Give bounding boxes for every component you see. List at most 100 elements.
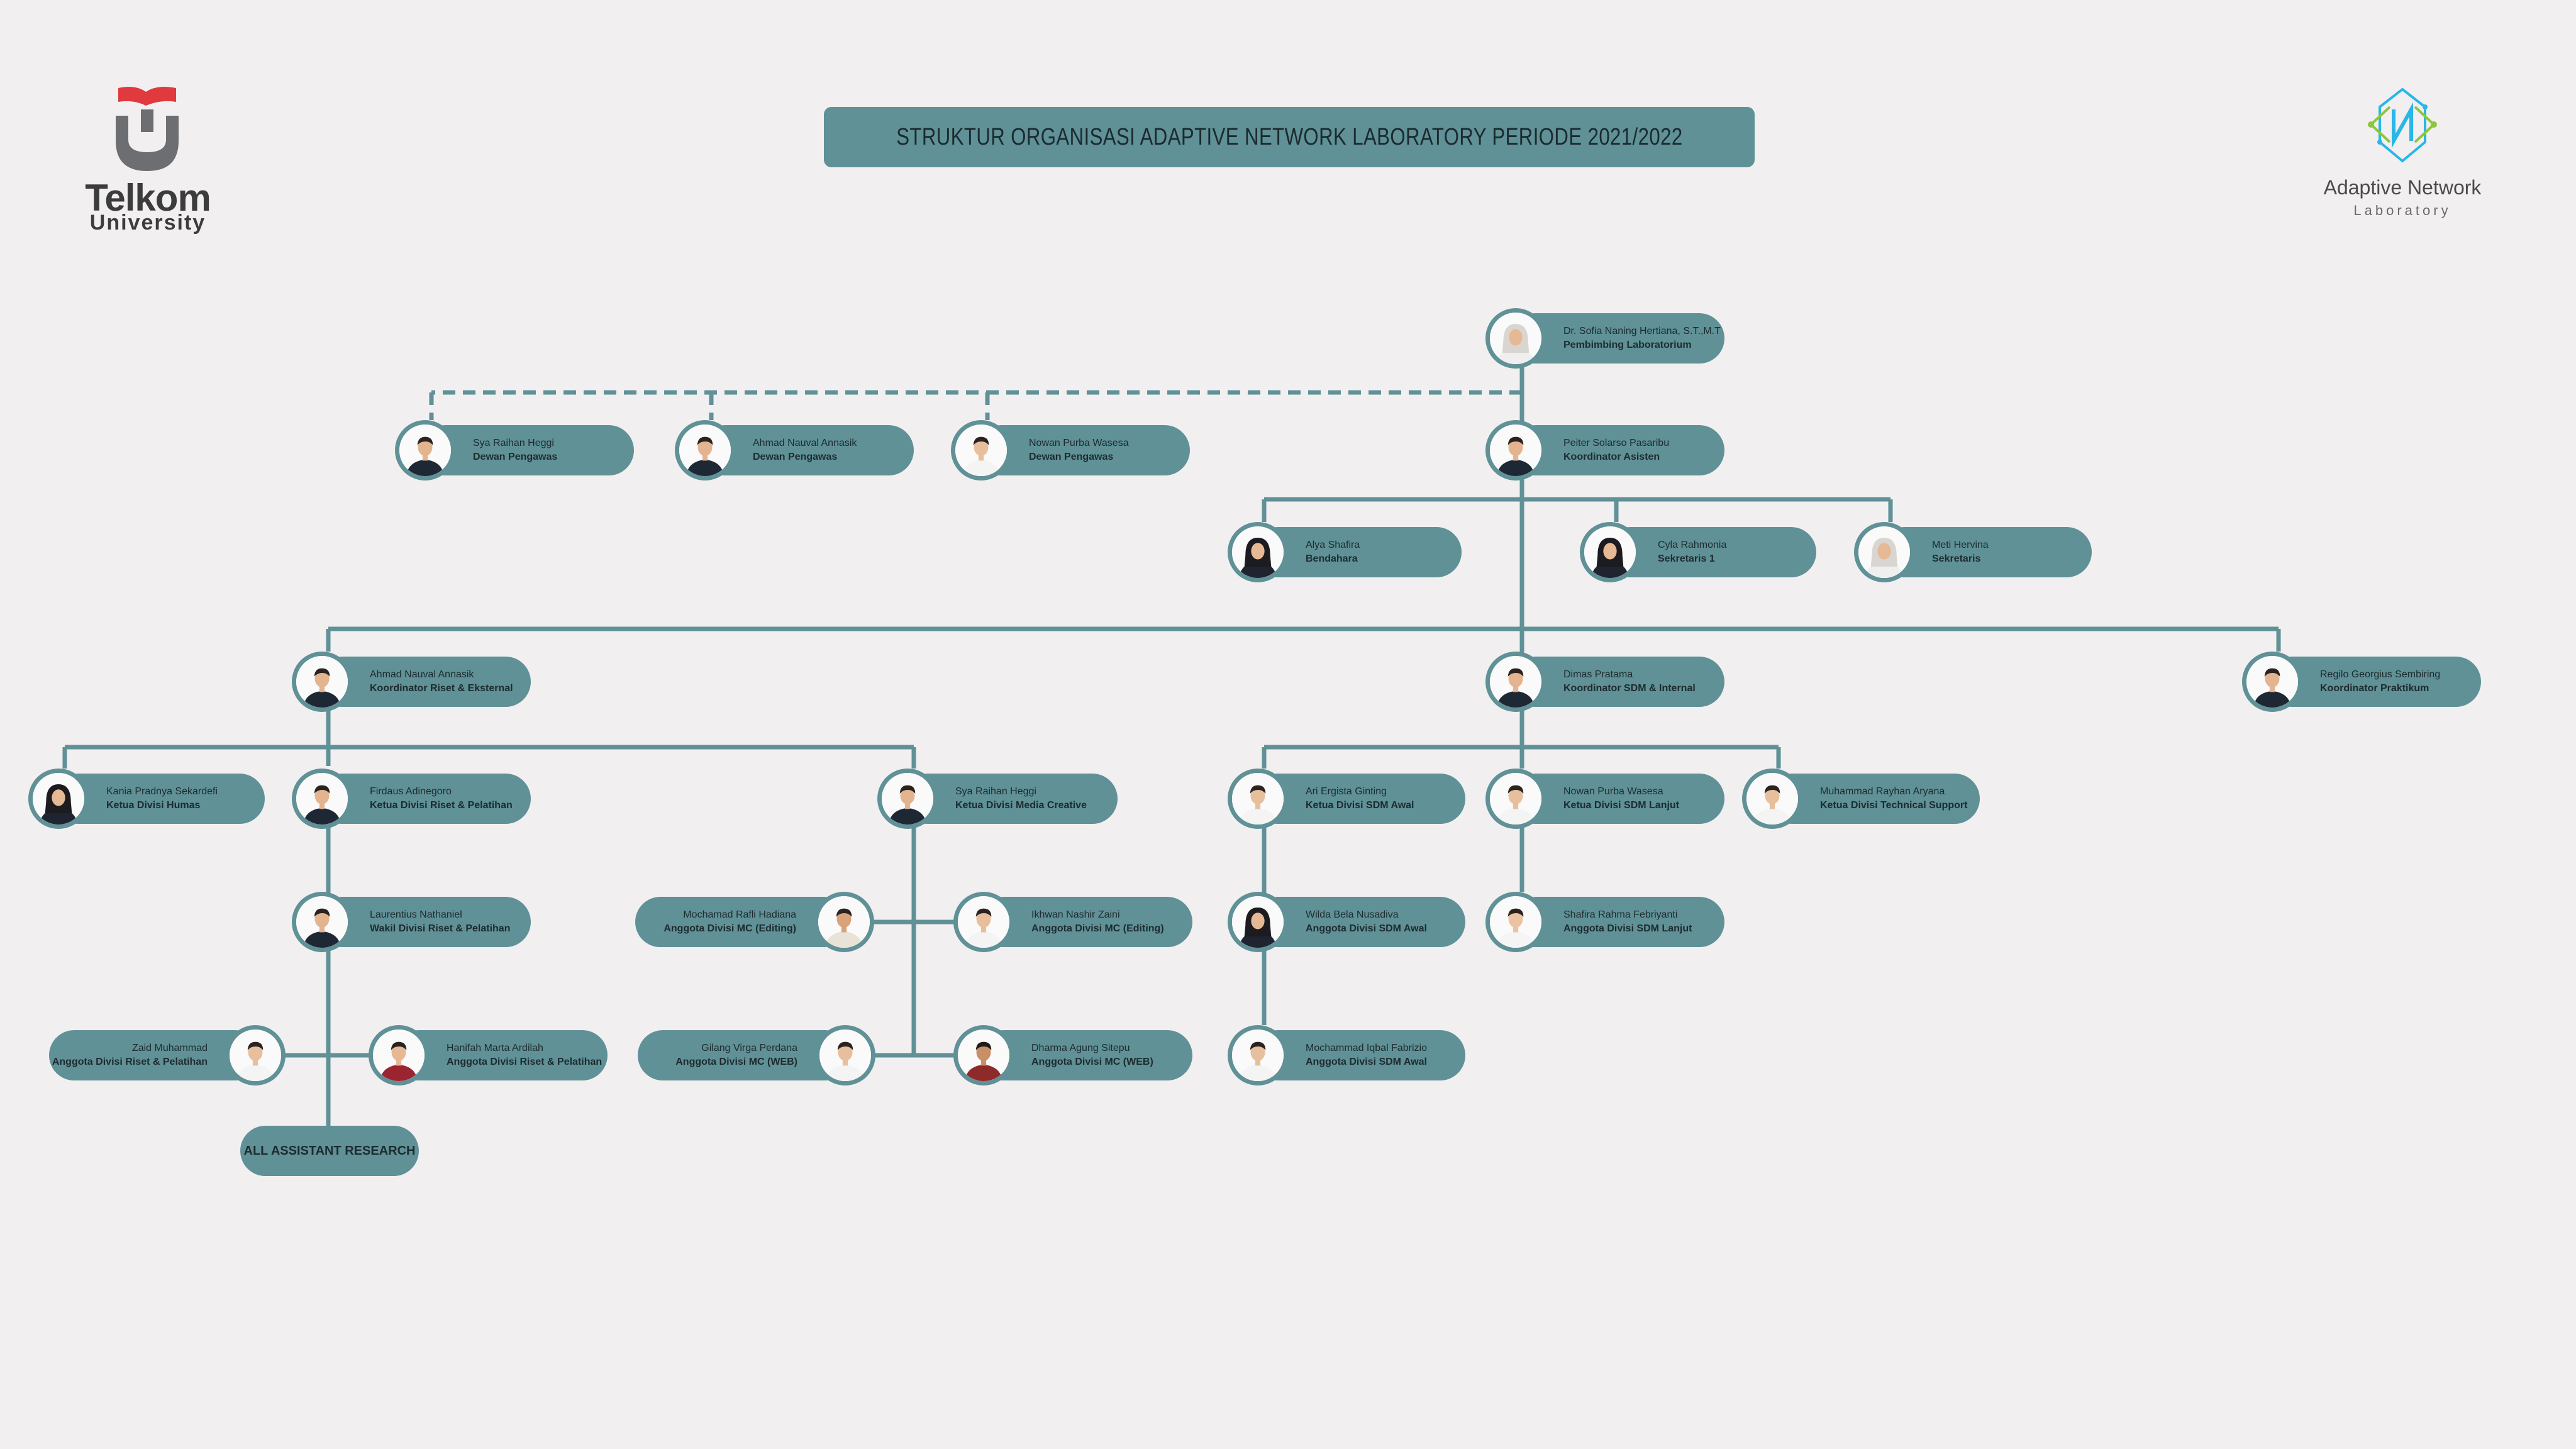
all-assistant-research-label: ALL ASSISTANT RESEARCH (240, 1126, 419, 1176)
avatar-photo (814, 892, 874, 952)
dashed-line (429, 390, 1522, 420)
person-role: Koordinator Riset & Eksternal (370, 683, 513, 694)
avatar-photo (1854, 522, 1914, 582)
name-pill (394, 1030, 608, 1080)
avatar-photo (1485, 652, 1546, 712)
person-role: Ketua Divisi Technical Support (1820, 800, 1968, 811)
name-pill (1511, 425, 1724, 475)
name-pill (1511, 313, 1724, 364)
person-role: Anggota Divisi Riset & Pelatihan (447, 1057, 602, 1067)
name-pill (976, 425, 1190, 475)
person-role: Ketua Divisi Media Creative (955, 800, 1087, 811)
page-title: STRUKTUR ORGANISASI ADAPTIVE NETWORK LAB… (824, 107, 1755, 167)
avatar-photo (395, 420, 455, 480)
name-pill (1511, 657, 1724, 707)
person-role: Anggota Divisi SDM Lanjut (1563, 923, 1692, 934)
person-name: Shafira Rahma Febriyanti (1563, 909, 1678, 920)
avatar-photo (225, 1025, 286, 1085)
person-role: Anggota Divisi SDM Awal (1306, 1057, 1427, 1067)
adaptive-emblem-icon (2368, 87, 2437, 163)
name-pill (317, 897, 531, 947)
name-pill (317, 657, 531, 707)
name-pill (902, 774, 1118, 824)
name-pill (1605, 527, 1816, 577)
person-name: Ahmad Nauval Annasik (753, 438, 857, 448)
person-role: Pembimbing Laboratorium (1563, 340, 1692, 350)
person-role: Bendahara (1306, 553, 1358, 564)
person-name: Mochamad Rafli Hadiana (683, 909, 796, 920)
person-role: Wakil Divisi Riset & Pelatihan (370, 923, 511, 934)
avatar-photo (292, 892, 352, 952)
person-name: Firdaus Adinegoro (370, 786, 452, 797)
university-wordmark: University (89, 211, 206, 235)
person-name: Kania Pradnya Sekardefi (106, 786, 218, 797)
person-role: Anggota Divisi MC (WEB) (1031, 1057, 1153, 1067)
adaptive-wordmark: Adaptive Network (2323, 176, 2482, 199)
name-pill (317, 774, 531, 824)
person-role: Anggota Divisi MC (Editing) (663, 923, 796, 934)
avatar-photo (1228, 769, 1288, 829)
person-role: Ketua Divisi Riset & Pelatihan (370, 800, 513, 811)
avatar-photo (953, 892, 1014, 952)
avatar-photo (1485, 769, 1546, 829)
person-role: Ketua Divisi SDM Awal (1306, 800, 1414, 811)
person-name: Nowan Purba Wasesa (1029, 438, 1129, 448)
person-name: Regilo Georgius Sembiring (2320, 669, 2441, 680)
name-pill (1253, 1030, 1465, 1080)
name-pill (2267, 657, 2481, 707)
person-name: Wilda Bela Nusadiva (1306, 909, 1399, 920)
person-node-pembimbing: Dr. Sofia Naning Hertiana, S.T.,M.T Pembi… (1485, 308, 1724, 369)
name-pill (420, 425, 634, 475)
person-role: Dewan Pengawas (753, 452, 838, 462)
person-role: Anggota Divisi MC (WEB) (675, 1057, 797, 1067)
avatar-photo (953, 1025, 1014, 1085)
person-name: Muhammad Rayhan Aryana (1820, 786, 1945, 797)
avatar-photo (1228, 1025, 1288, 1085)
name-pill (1511, 897, 1724, 947)
telkom-emblem-icon (116, 87, 179, 171)
person-role: Koordinator Praktikum (2320, 683, 2429, 694)
telkom-wordmark: Telkom (85, 177, 211, 219)
person-name: Dharma Agung Sitepu (1031, 1043, 1130, 1053)
page-title-text: STRUKTUR ORGANISASI ADAPTIVE NETWORK LAB… (896, 123, 1683, 150)
name-pill (1511, 774, 1724, 824)
name-pill (635, 897, 849, 947)
name-pill (638, 1030, 850, 1080)
avatar-photo (1228, 522, 1288, 582)
avatar-photo (1485, 420, 1546, 480)
avatar-photo (369, 1025, 429, 1085)
person-name: Hanifah Marta Ardilah (447, 1043, 543, 1053)
avatar-photo (1485, 892, 1546, 952)
avatar-photo (815, 1025, 875, 1085)
person-name: Nowan Purba Wasesa (1563, 786, 1663, 797)
person-name: Sya Raihan Heggi (473, 438, 554, 448)
name-pill (53, 774, 265, 824)
person-name: Ahmad Nauval Annasik (370, 669, 474, 680)
person-name: Meti Hervina (1932, 540, 1989, 550)
person-name: Gilang Virga Perdana (701, 1043, 797, 1053)
avatar-photo (1485, 308, 1546, 369)
avatar-photo (877, 769, 938, 829)
avatar-photo (951, 420, 1011, 480)
person-name: Dr. Sofia Naning Hertiana, S.T.,M.T (1563, 326, 1721, 336)
